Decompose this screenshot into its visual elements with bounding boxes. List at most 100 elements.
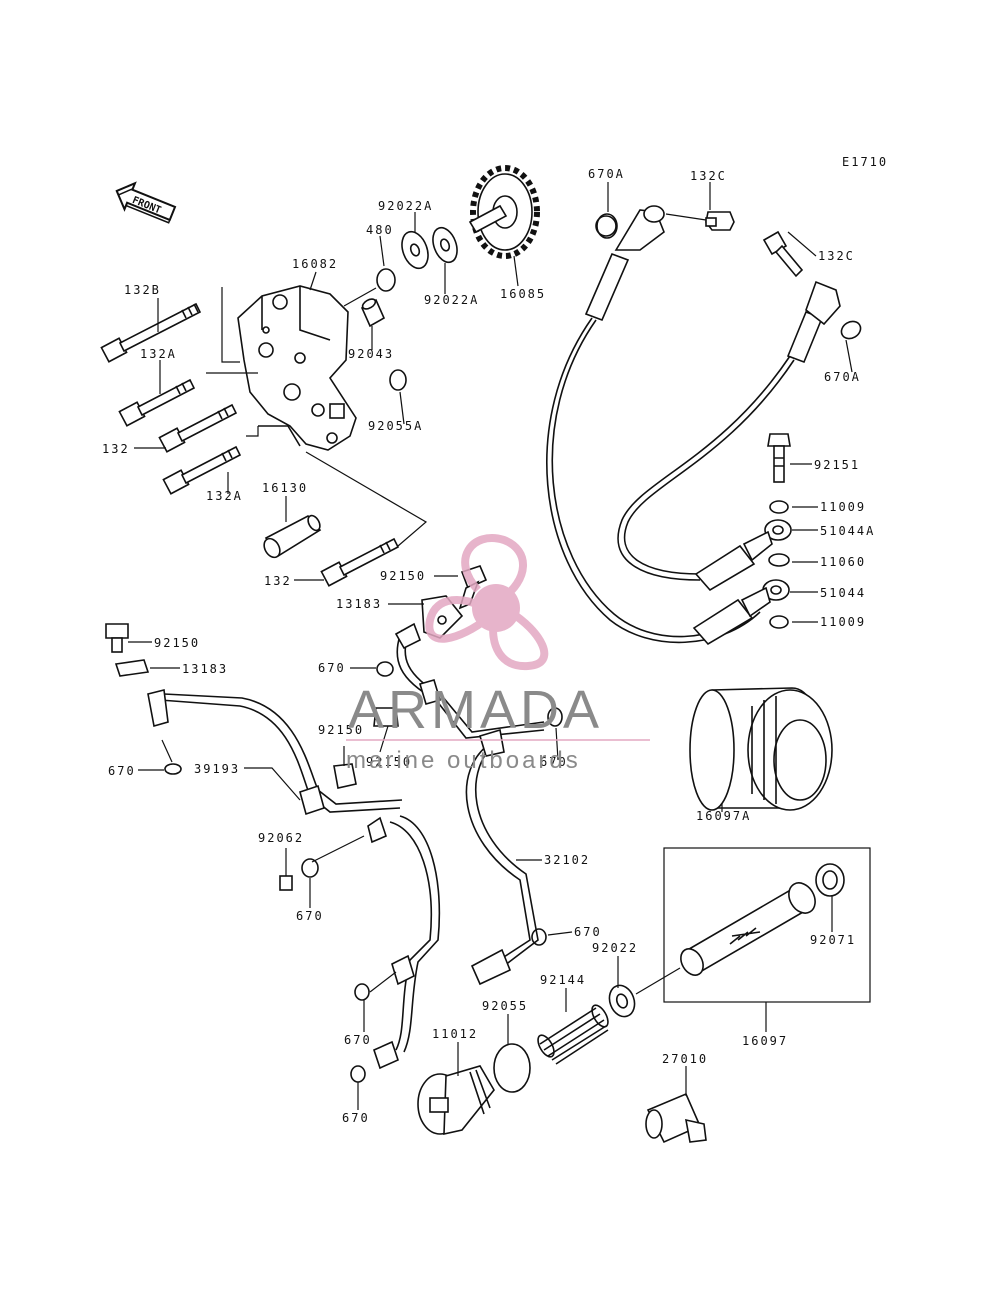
- label-92055a: 92055A: [368, 419, 423, 433]
- label-13183-a: 13183: [336, 597, 382, 611]
- pipe-39193: [147, 689, 441, 1070]
- label-670-c: 670: [540, 755, 568, 769]
- o-ring-670a-right: [840, 320, 862, 340]
- bolt-132c-right: [762, 230, 804, 278]
- label-51044a: 51044A: [820, 524, 875, 538]
- label-92055: 92055: [482, 999, 528, 1013]
- armada-watermark: ARMADA marine outboards: [346, 534, 650, 774]
- label-13183-b: 13183: [182, 662, 228, 676]
- label-92022a-top: 92022A: [378, 199, 433, 213]
- o-ring-670-d: [301, 858, 319, 878]
- o-ring-92055: [493, 1043, 531, 1093]
- bolt-132c-top: [705, 211, 735, 231]
- sleeve-16130: [263, 514, 322, 559]
- label-32102: 32102: [544, 853, 590, 867]
- o-ring-670-f: [354, 983, 370, 1001]
- label-92150-a: 92150: [380, 569, 426, 583]
- watermark-brand: ARMADA: [348, 680, 603, 740]
- propeller-logo-icon: [425, 534, 549, 671]
- label-16085: 16085: [500, 287, 546, 301]
- o-ring-670-e: [531, 928, 547, 946]
- strainer-box: [663, 847, 871, 1003]
- o-ring-670a-top: [596, 213, 618, 239]
- label-92022a-bottom: 92022A: [424, 293, 479, 307]
- plug-92062: [279, 875, 293, 891]
- label-132b: 132B: [124, 283, 161, 297]
- hose-fitting-right: [786, 280, 841, 364]
- bolt-132a-lower: [162, 445, 242, 495]
- watermark-tagline: marine outboards: [346, 747, 581, 774]
- bolt-132b: [100, 302, 202, 363]
- hose-fitting-top: [584, 205, 707, 322]
- washer-11009-b: [769, 615, 789, 629]
- label-92150-d: 92150: [366, 755, 412, 769]
- label-132c-top: 132C: [690, 169, 727, 183]
- washer-92022a-1: [401, 230, 429, 270]
- label-132-mid: 132: [102, 442, 130, 456]
- part-labels: 670A 132C 132C 670A 92022A 480 16082 920…: [102, 167, 875, 1125]
- washer-92022a-2: [432, 226, 458, 264]
- label-16130: 16130: [262, 481, 308, 495]
- label-92144: 92144: [540, 973, 586, 987]
- dowel-92043: [360, 298, 386, 328]
- label-670a-right: 670A: [824, 370, 861, 384]
- banjo-51044: [692, 579, 790, 646]
- bolt-132-low: [320, 537, 400, 587]
- label-27010: 27010: [662, 1052, 708, 1066]
- label-132c-right: 132C: [818, 249, 855, 263]
- washer-11060: [768, 553, 790, 567]
- label-51044: 51044: [820, 586, 866, 600]
- spring-92144: [537, 1004, 609, 1065]
- label-92043: 92043: [348, 347, 394, 361]
- plate-13183-b: [114, 659, 150, 677]
- banjo-bolt-92151: [767, 433, 791, 483]
- label-92150-b: 92150: [154, 636, 200, 650]
- label-132-low: 132: [264, 574, 292, 588]
- bolt-132-mid: [158, 403, 238, 453]
- label-92071: 92071: [810, 933, 856, 947]
- label-11009-a: 11009: [820, 500, 866, 514]
- washer-11009-a: [769, 500, 789, 514]
- label-39193: 39193: [194, 762, 240, 776]
- banjo-51044a: [694, 519, 792, 592]
- washer-92022: [608, 967, 681, 1018]
- label-92022: 92022: [592, 941, 638, 955]
- front-arrow-icon: FRONT: [115, 181, 177, 224]
- label-11060: 11060: [820, 555, 866, 569]
- label-92150-c: 92150: [318, 723, 364, 737]
- label-670-e: 670: [574, 925, 602, 939]
- switch-27010: [645, 1092, 707, 1144]
- label-92062: 92062: [258, 831, 304, 845]
- ring-480: [343, 268, 396, 307]
- pipe-32102: [394, 622, 545, 986]
- fitting-92150-d: [333, 763, 357, 789]
- o-ring-670-c: [547, 707, 563, 727]
- o-ring-670-g: [350, 1065, 366, 1083]
- diagram-code: E1710: [842, 155, 888, 169]
- label-480: 480: [366, 223, 394, 237]
- label-670-b: 670: [108, 764, 136, 778]
- label-670a-top: 670A: [588, 167, 625, 181]
- plug-11012: [417, 1065, 495, 1136]
- oil-pump-body: [237, 285, 357, 451]
- bolt-132a-upper: [118, 378, 196, 427]
- oil-filter-16097a: [689, 687, 833, 811]
- o-ring-670-b: [164, 763, 182, 775]
- label-92151: 92151: [814, 458, 860, 472]
- label-670-d: 670: [296, 909, 324, 923]
- label-11012: 11012: [432, 1027, 478, 1041]
- label-16097a: 16097A: [696, 809, 751, 823]
- label-670-a: 670: [318, 661, 346, 675]
- bolt-92150-b: [105, 623, 129, 653]
- seal-92071: [815, 863, 845, 897]
- label-16097: 16097: [742, 1034, 788, 1048]
- label-16082: 16082: [292, 257, 338, 271]
- gear-16085: [468, 165, 540, 259]
- o-ring-670-a: [376, 661, 394, 677]
- strainer-16097: [680, 882, 816, 976]
- label-670-f: 670: [344, 1033, 372, 1047]
- o-ring-92055a: [389, 369, 407, 391]
- label-132a-upper: 132A: [140, 347, 177, 361]
- fitting-92150-c: [373, 707, 399, 727]
